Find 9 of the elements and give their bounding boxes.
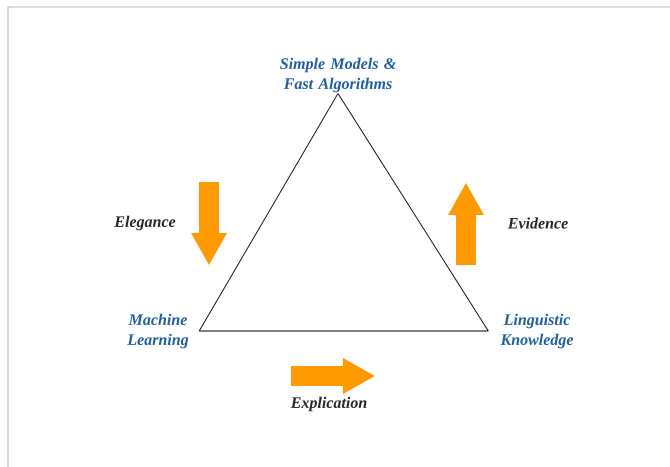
triangle-side bbox=[198, 330, 489, 332]
direction-label: Evidence bbox=[508, 217, 568, 229]
corner-label: Machine Learning bbox=[127, 314, 188, 348]
corner-label: Linguistic Knowledge bbox=[500, 314, 574, 348]
direction-label: Elegance bbox=[114, 216, 176, 230]
corner-label: Simple Models & Fast Algorithms bbox=[280, 58, 396, 92]
direction-label: Explication bbox=[290, 396, 366, 412]
triangle-side bbox=[338, 93, 489, 332]
triangle-side bbox=[198, 93, 338, 332]
